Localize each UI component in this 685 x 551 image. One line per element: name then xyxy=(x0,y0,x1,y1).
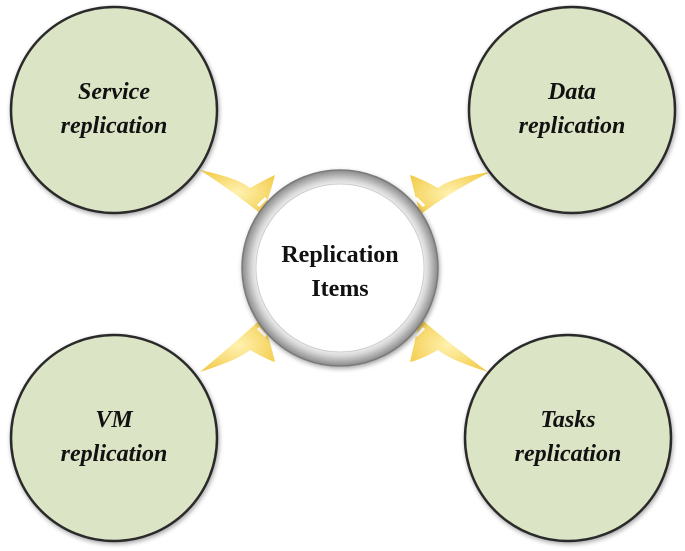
node-service-line1: Service xyxy=(78,79,150,105)
arrow-slit-tasks xyxy=(414,326,426,338)
arrow-slit-service xyxy=(256,196,268,208)
arrow-slit-vm xyxy=(256,326,268,338)
connector-arrows xyxy=(200,170,490,372)
node-service: Service replication xyxy=(9,5,219,215)
node-service-line2: replication xyxy=(61,113,168,139)
node-data-line2: replication xyxy=(519,113,626,139)
node-vm-line1: VM xyxy=(95,407,134,433)
node-vm-line2: replication xyxy=(61,441,168,467)
arrow-slit-data xyxy=(414,196,426,208)
node-tasks-line2: replication xyxy=(515,441,622,467)
center-label-line2: Items xyxy=(311,276,368,302)
arrow-to-tasks xyxy=(410,318,488,372)
node-data: Data replication xyxy=(467,5,677,215)
arrow-to-service xyxy=(200,170,275,215)
node-tasks: Tasks replication xyxy=(463,333,673,543)
node-tasks-line1: Tasks xyxy=(540,407,595,433)
arrow-to-vm xyxy=(200,318,275,372)
center-label-line1: Replication xyxy=(281,242,398,268)
node-data-line1: Data xyxy=(547,79,596,105)
arrow-to-data xyxy=(410,172,490,215)
center-hub: Replication Items xyxy=(241,169,439,367)
node-vm: VM replication xyxy=(9,333,219,543)
